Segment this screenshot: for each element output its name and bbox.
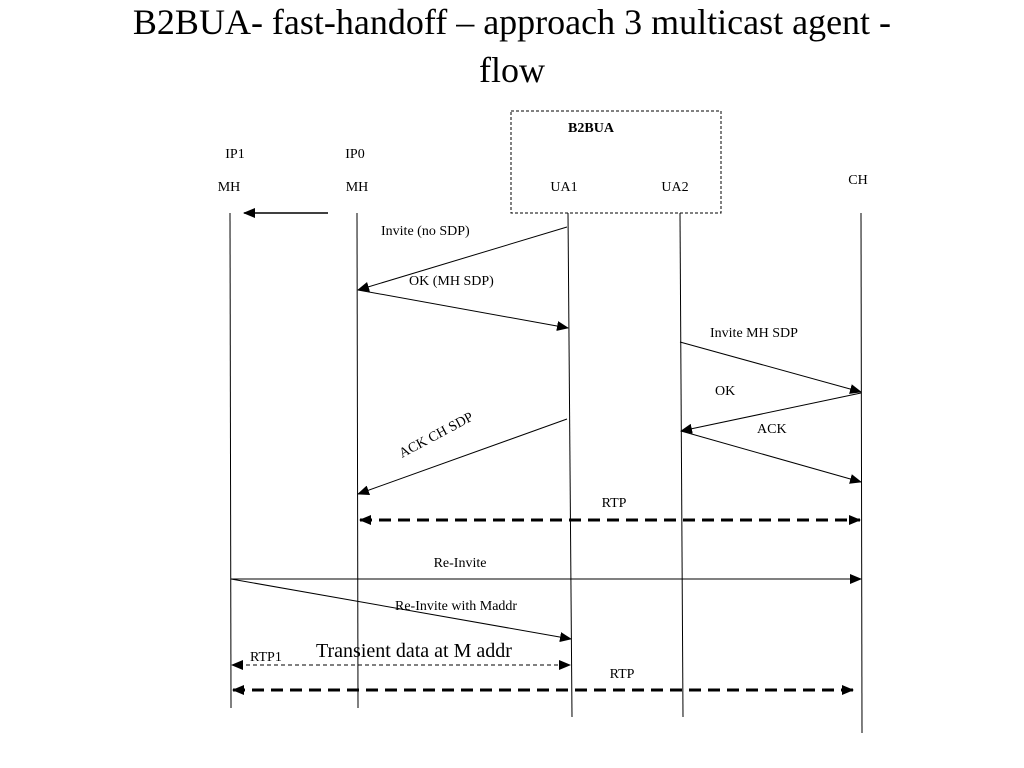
msg-ack-arrow xyxy=(680,430,862,484)
lifeline-ch xyxy=(860,212,863,734)
lifeline-ua2 xyxy=(679,212,684,718)
msg-ack-ch-sdp-arrow xyxy=(357,418,568,495)
msg-ok-label: OK xyxy=(715,384,735,399)
mh-ip1-name-label: MH xyxy=(218,180,241,195)
rtp-stream-2-label: RTP xyxy=(610,667,635,682)
ua1-label: UA1 xyxy=(550,180,577,195)
msg-ok-mh-sdp-arrow xyxy=(357,289,569,331)
rtp-stream-1-label: RTP xyxy=(602,496,627,511)
b2bua-box-label: B2BUA xyxy=(568,121,615,136)
msg-invite-no-sdp-arrow xyxy=(357,226,568,292)
lifeline-ua1 xyxy=(567,212,573,718)
msg-ok-mh-sdp-label: OK (MH SDP) xyxy=(409,274,494,289)
page-title-line1: B2BUA- fast-handoff – approach 3 multica… xyxy=(132,2,892,42)
msg-ack-ch-sdp-label: ACK CH SDP xyxy=(397,410,476,462)
msg-ok-arrow xyxy=(680,392,862,434)
ua2-label: UA2 xyxy=(661,180,688,195)
msg-re-invite-maddr-arrow xyxy=(230,578,572,643)
msg-ack-label: ACK xyxy=(757,422,787,437)
ch-label: CH xyxy=(848,173,867,188)
msg-invite-mh-sdp-arrow xyxy=(679,341,862,394)
mh-ip0-name-label: MH xyxy=(346,180,369,195)
msg-re-invite-label: Re-Invite xyxy=(434,556,487,571)
transient-data-label: Transient data at M addr xyxy=(316,640,512,662)
lifeline-mh-ip1 xyxy=(229,212,232,709)
page-title-line2: flow xyxy=(479,50,545,90)
rtp1-stream-label: RTP1 xyxy=(250,650,282,665)
b2bua-box xyxy=(510,110,722,214)
msg-invite-no-sdp-label: Invite (no SDP) xyxy=(381,224,470,239)
mh-ip1-ip-label: IP1 xyxy=(225,147,244,162)
msg-re-invite-maddr-label: Re-Invite with Maddr xyxy=(395,599,517,614)
msg-invite-mh-sdp-label: Invite MH SDP xyxy=(710,326,798,341)
mh-ip0-ip-label: IP0 xyxy=(345,147,364,162)
lifeline-mh-ip0 xyxy=(356,212,359,709)
